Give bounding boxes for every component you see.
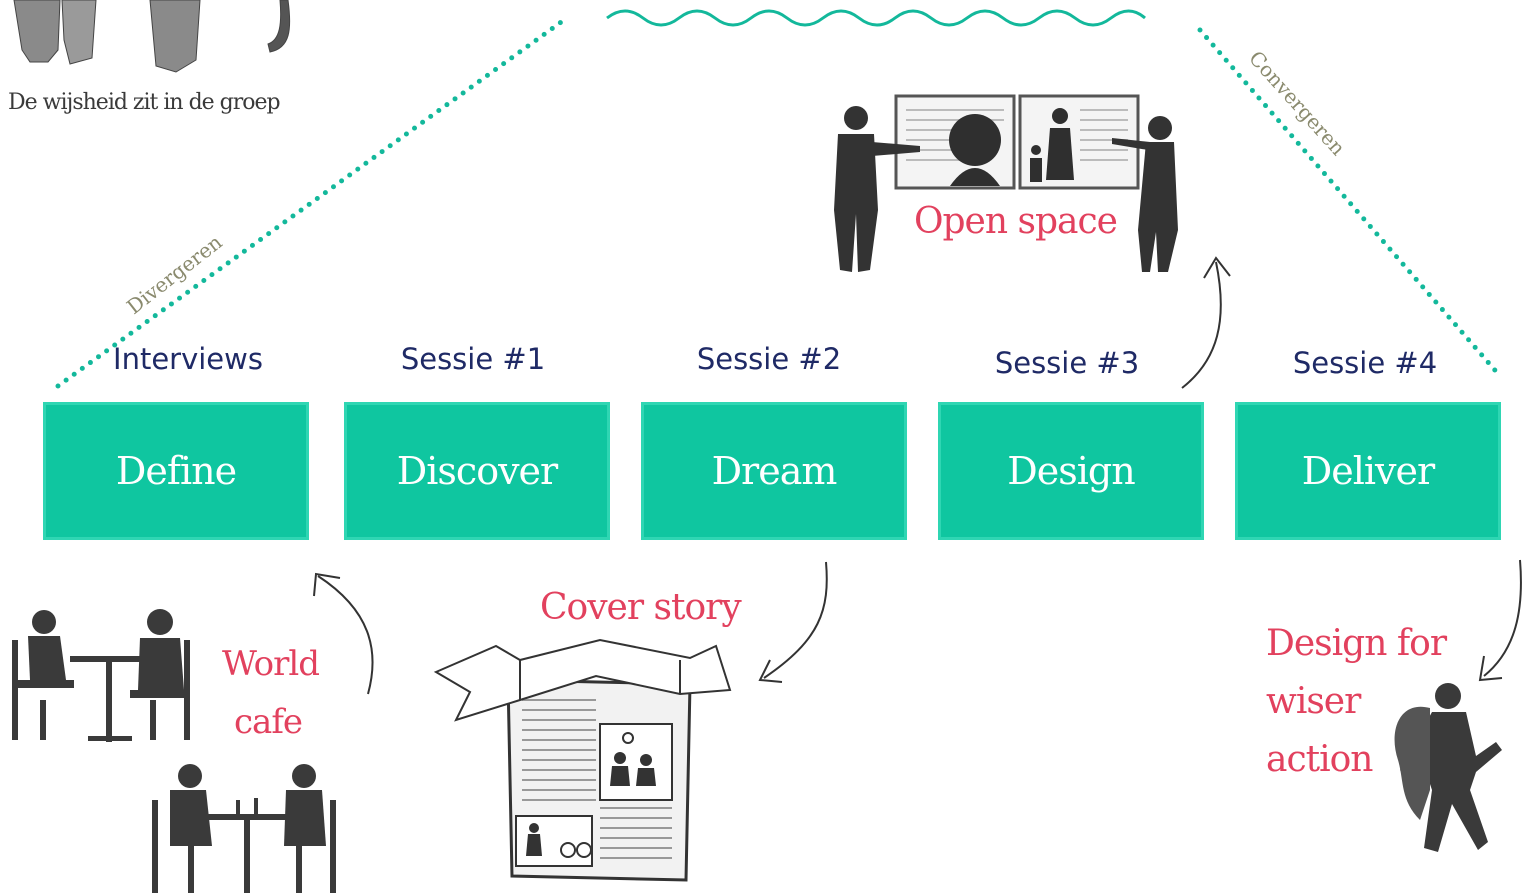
world-cafe-label-line2: cafe [234, 702, 303, 742]
caption-text: De wijsheid zit in de groep [8, 90, 281, 115]
phase-label-design: Design [1007, 449, 1135, 493]
newspaper-icon [433, 638, 732, 882]
phase-box-design: Design [938, 402, 1204, 540]
design-wiser-action-line2: wiser [1266, 681, 1361, 722]
design-wiser-action-line3: action [1266, 739, 1373, 780]
phase-box-discover: Discover [344, 402, 610, 540]
converge-dotted-line [1197, 27, 1503, 379]
presenters-icon [834, 94, 1178, 272]
phase-label-dream: Dream [711, 449, 838, 493]
phase-label-discover: Discover [396, 449, 558, 493]
phase-box-dream: Dream [641, 402, 907, 540]
wave-line [606, 9, 1146, 27]
open-space-label: Open space [914, 201, 1118, 242]
session-label-2: Sessie #2 [696, 342, 842, 376]
session-label-1: Sessie #1 [400, 342, 546, 376]
session-label-3: Sessie #3 [994, 346, 1140, 380]
superhero-icon [1394, 683, 1502, 852]
cafe-tables-icon [12, 609, 336, 893]
phase-label-deliver: Deliver [1301, 449, 1435, 493]
phase-box-deliver: Deliver [1235, 402, 1501, 540]
design-wiser-action-line1: Design for [1266, 623, 1447, 664]
curved-arrow-icon [313, 256, 1522, 695]
session-label-4: Sessie #4 [1292, 346, 1438, 380]
session-label-interviews: Interviews [113, 342, 263, 376]
world-cafe-label-line1: World [222, 644, 320, 684]
phase-label-define: Define [115, 449, 237, 493]
elephant-icon [13, 0, 291, 73]
cover-story-label: Cover story [540, 587, 742, 628]
diverge-dotted-line [55, 17, 567, 389]
phase-box-define: Define [43, 402, 309, 540]
